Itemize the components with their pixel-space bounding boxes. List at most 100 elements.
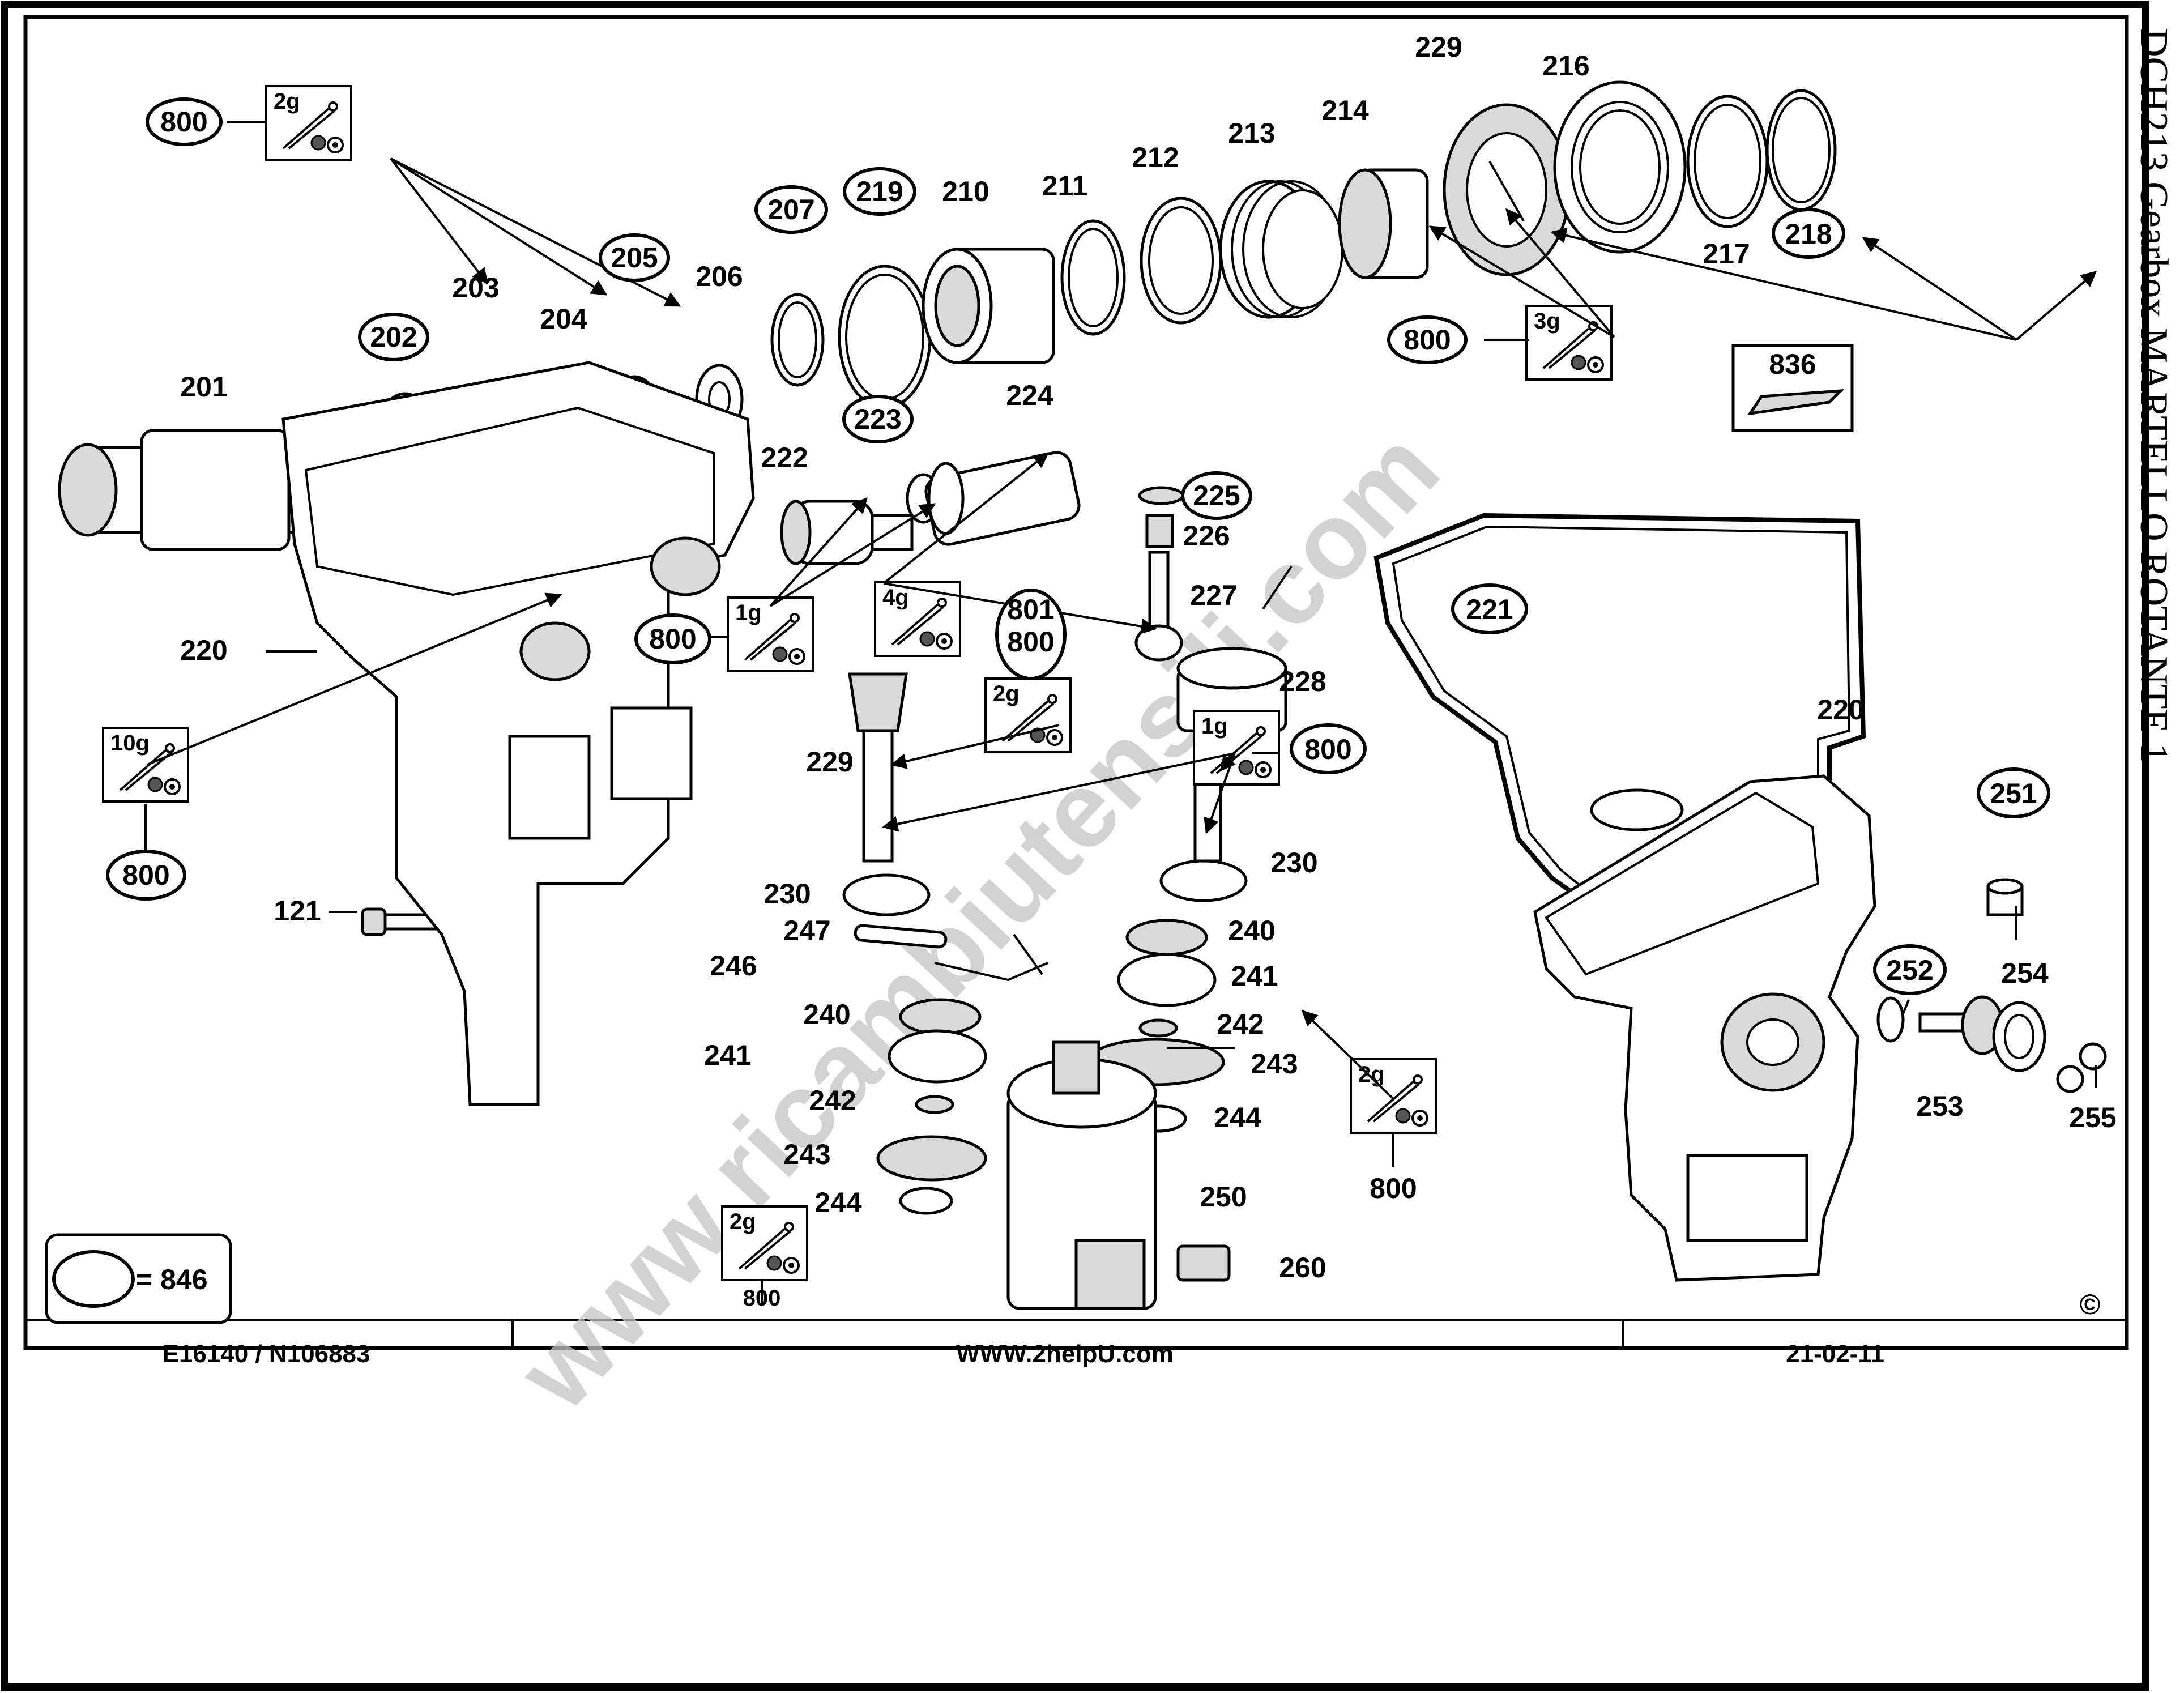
label-800-c: 800 bbox=[649, 623, 696, 655]
svg-text:4g: 4g bbox=[882, 585, 909, 610]
callout-oval-251 bbox=[1977, 767, 2050, 818]
part-251-cap bbox=[1986, 878, 2024, 916]
label-219: 219 bbox=[856, 176, 903, 207]
copyright-mark: © bbox=[2080, 1289, 2101, 1320]
part-216-ball-bearing bbox=[1553, 80, 1687, 254]
label-211: 211 bbox=[1042, 170, 1088, 202]
label-246: 246 bbox=[710, 950, 757, 982]
label-252: 252 bbox=[1886, 954, 1933, 986]
part-220-gear-housing-left bbox=[281, 361, 755, 1106]
svg-text:3g: 3g bbox=[1534, 309, 1560, 334]
label-242-left: 242 bbox=[809, 1085, 856, 1116]
label-205: 205 bbox=[611, 242, 658, 274]
label-225: 225 bbox=[1193, 480, 1240, 511]
callout-oval-800-f bbox=[106, 850, 186, 901]
part-242-ring-left bbox=[915, 1095, 954, 1114]
label-244-right: 244 bbox=[1214, 1102, 1261, 1133]
label-800-a: 800 bbox=[160, 106, 207, 138]
label-212: 212 bbox=[1132, 142, 1179, 173]
label-243-left: 243 bbox=[783, 1138, 830, 1170]
part-222-piston bbox=[780, 500, 914, 565]
part-260-switch bbox=[1176, 1244, 1231, 1282]
part-213-spring bbox=[1219, 180, 1343, 319]
callout-oval-800-e bbox=[1290, 723, 1367, 774]
part-241-clutch-left bbox=[888, 1029, 987, 1084]
part-210-needle-bearing bbox=[922, 248, 1055, 364]
label-226: 226 bbox=[1183, 520, 1230, 552]
label-800-b: 800 bbox=[1404, 324, 1451, 356]
part-230-bearing-right bbox=[1159, 859, 1248, 902]
label-204: 204 bbox=[540, 303, 587, 335]
label-241-left: 241 bbox=[704, 1039, 751, 1071]
part-230-bearing-left bbox=[842, 873, 931, 916]
label-207: 207 bbox=[767, 194, 814, 225]
callout-oval-207 bbox=[754, 185, 828, 234]
drawing-frame bbox=[23, 15, 2129, 1350]
label-210: 210 bbox=[942, 176, 989, 207]
label-247: 247 bbox=[783, 915, 830, 946]
label-220-right: 220 bbox=[1817, 694, 1864, 726]
label-230-right: 230 bbox=[1270, 847, 1317, 879]
grease-kit-3g: 3g bbox=[1525, 305, 1613, 381]
part-244-bearing-left bbox=[899, 1187, 953, 1215]
label-800-e: 800 bbox=[1304, 734, 1351, 765]
label-260: 260 bbox=[1279, 1252, 1326, 1283]
grease-kit-2g-b: 2g bbox=[984, 677, 1072, 753]
label-230-left: 230 bbox=[763, 878, 811, 910]
svg-text:2g: 2g bbox=[730, 1209, 756, 1234]
leader-lines bbox=[144, 121, 2097, 1306]
label-836: 836 bbox=[1769, 348, 1816, 380]
label-217: 217 bbox=[1703, 238, 1750, 270]
label-229-top: 229 bbox=[1415, 31, 1462, 63]
callout-oval-800-b bbox=[1387, 315, 1468, 364]
grease-kit-2g-d: 2g bbox=[721, 1205, 808, 1281]
grease-kit-4g: 4g bbox=[874, 581, 961, 657]
part-240-gear-right bbox=[1125, 919, 1208, 956]
grease-kit-1g-a: 1g bbox=[727, 596, 814, 672]
part-242-ring-right bbox=[1138, 1018, 1178, 1038]
svg-text:2g: 2g bbox=[1358, 1062, 1385, 1087]
label-221: 221 bbox=[1466, 594, 1513, 625]
label-800-g: 800 bbox=[1370, 1172, 1417, 1204]
label-213: 213 bbox=[1228, 117, 1275, 149]
svg-text:2g: 2g bbox=[993, 681, 1020, 706]
label-216: 216 bbox=[1542, 50, 1589, 82]
part-836-clip bbox=[1731, 344, 1854, 432]
grease-kit-2g-a: 2g bbox=[265, 85, 352, 161]
label-801: 801 bbox=[1007, 594, 1054, 625]
label-800-h: 800 bbox=[743, 1286, 781, 1311]
part-252-o-ring bbox=[1876, 996, 1905, 1043]
part-225-o-ring bbox=[1138, 486, 1184, 505]
grease-kit-10g: 10g bbox=[102, 727, 189, 803]
legend-label: = 846 bbox=[136, 1264, 208, 1295]
callout-oval-202 bbox=[358, 313, 429, 361]
label-244-left: 244 bbox=[814, 1187, 862, 1218]
part-227-pin bbox=[1134, 551, 1183, 662]
label-253: 253 bbox=[1916, 1090, 1963, 1122]
label-241-right: 241 bbox=[1231, 960, 1278, 992]
part-253-knob bbox=[1918, 995, 2004, 1055]
part-229-intermediate-shaft bbox=[848, 672, 908, 863]
svg-text:10g: 10g bbox=[110, 731, 150, 756]
label-240-left: 240 bbox=[803, 999, 850, 1030]
callout-oval-800-a bbox=[146, 97, 223, 146]
callout-oval-800-c bbox=[634, 613, 711, 664]
label-121: 121 bbox=[274, 895, 321, 927]
label-214: 214 bbox=[1321, 95, 1369, 126]
part-246-spring-clip bbox=[934, 933, 1048, 982]
footer-website: WWW.2helpU.com bbox=[956, 1340, 1174, 1368]
label-227: 227 bbox=[1190, 579, 1237, 611]
label-206: 206 bbox=[696, 261, 743, 292]
svg-text:2g: 2g bbox=[274, 89, 300, 114]
label-203: 203 bbox=[452, 272, 499, 304]
label-255: 255 bbox=[2069, 1102, 2116, 1133]
part-220-gear-housing-right bbox=[1533, 774, 1876, 1282]
footer-part-number: E16140 / N106883 bbox=[163, 1340, 370, 1368]
label-254: 254 bbox=[2001, 957, 2049, 989]
svg-text:1g: 1g bbox=[1201, 714, 1228, 739]
svg-text:1g: 1g bbox=[735, 600, 762, 625]
callout-oval-205 bbox=[599, 233, 670, 282]
legend-oval-symbol bbox=[52, 1250, 135, 1308]
part-226-spring bbox=[1145, 514, 1174, 548]
